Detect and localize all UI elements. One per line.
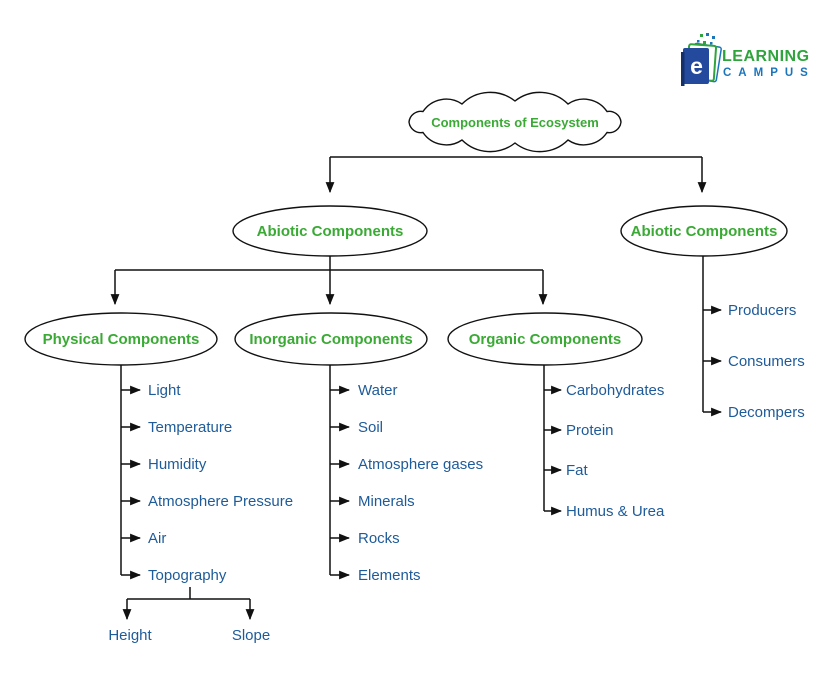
inorganic-label: Inorganic Components: [249, 331, 412, 348]
abiotic-components-left-node: Abiotic Components: [232, 205, 428, 257]
item-consumers: Consumers: [728, 353, 805, 370]
cloud-shape: [408, 91, 622, 153]
inorganic-components-node: Inorganic Components: [234, 312, 428, 366]
abiotic-left-label: Abiotic Components: [257, 223, 404, 240]
physical-components-node: Physical Components: [24, 312, 218, 366]
physical-items-list: Light Temperature Humidity Atmosphere Pr…: [120, 365, 293, 584]
item-height: Height: [108, 627, 152, 644]
item-decompers: Decompers: [728, 404, 805, 421]
elearning-campus-logo: e LEARNING CAMPUS: [681, 33, 815, 86]
inorganic-items-list: Water Soil Atmosphere gases Minerals Roc…: [329, 365, 483, 584]
organic-components-node: Organic Components: [447, 312, 643, 366]
item-minerals: Minerals: [358, 493, 415, 510]
logo-text-campus: CAMPUS: [723, 67, 815, 79]
item-elements: Elements: [358, 567, 421, 584]
biotic-right-items-list: Producers Consumers Decompers: [702, 256, 805, 421]
root-label: Components of Ecosystem: [431, 115, 599, 130]
item-rocks: Rocks: [358, 530, 400, 547]
item-producers: Producers: [728, 302, 796, 319]
abiotic-components-right-node: Abiotic Components: [620, 205, 788, 257]
connector-root-to-level1: [325, 156, 707, 194]
topography-children: Height Slope: [108, 587, 270, 644]
logo-text-learning: LEARNING: [722, 48, 810, 65]
item-slope: Slope: [232, 627, 270, 644]
item-humidity: Humidity: [148, 456, 207, 473]
abiotic-right-label: Abiotic Components: [631, 223, 778, 240]
item-carbohydrates: Carbohydrates: [566, 382, 664, 399]
physical-label: Physical Components: [43, 331, 200, 348]
item-fat: Fat: [566, 462, 589, 479]
item-topography: Topography: [148, 567, 227, 584]
book-e-icon: e: [681, 42, 722, 86]
item-light: Light: [148, 382, 181, 399]
item-temperature: Temperature: [148, 419, 232, 436]
item-protein: Protein: [566, 422, 614, 439]
item-atmosphere-pressure: Atmosphere Pressure: [148, 493, 293, 510]
organic-items-list: Carbohydrates Protein Fat Humus & Urea: [543, 365, 665, 520]
item-atmosphere-gases: Atmosphere gases: [358, 456, 483, 473]
organic-label: Organic Components: [469, 331, 622, 348]
logo-letter-e: e: [690, 53, 703, 79]
item-air: Air: [148, 530, 166, 547]
item-soil: Soil: [358, 419, 383, 436]
root-cloud-node: Components of Ecosystem: [408, 91, 622, 153]
item-water: Water: [358, 382, 397, 399]
item-humus-urea: Humus & Urea: [566, 503, 665, 520]
connector-abiotic-to-level2: [110, 256, 548, 306]
